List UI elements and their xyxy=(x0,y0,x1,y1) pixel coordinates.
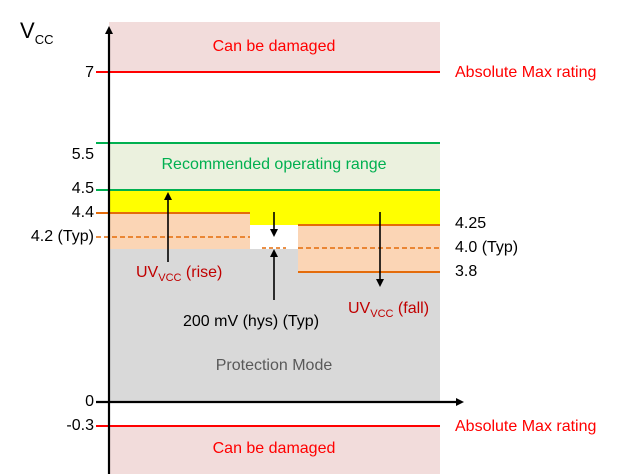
tick-label-7: 7 xyxy=(85,64,94,81)
protection-label: Protection Mode xyxy=(216,357,333,374)
tick-label-neg-0-3: -0.3 xyxy=(66,417,94,434)
hysteresis-label: 200 mV (hys) (Typ) xyxy=(183,313,319,330)
uv-rise-band xyxy=(109,213,250,249)
damage-label-top: Can be damaged xyxy=(213,38,336,55)
uv-fall-label-subscript: VCC xyxy=(370,308,393,320)
uv-rise-label-subscript: VCC xyxy=(158,272,181,284)
damage-region-top xyxy=(109,22,440,72)
abs-max-label-bottom: Absolute Max rating xyxy=(455,418,596,435)
tick-label-3-8: 3.8 xyxy=(455,263,477,280)
tick-label-4-0-typ: 4.0 (Typ) xyxy=(455,239,518,256)
tick-label-0: 0 xyxy=(85,393,94,410)
damage-region-bottom xyxy=(109,426,440,474)
abs-max-label-top: Absolute Max rating xyxy=(455,64,596,81)
y-axis-label-subscript: CC xyxy=(35,32,54,47)
uv-rise-label: UVVCC (rise) xyxy=(136,264,222,284)
uv-fall-band xyxy=(298,225,440,272)
tick-label-4-5: 4.5 xyxy=(72,180,94,197)
recommended-region xyxy=(109,143,440,190)
damage-label-bottom: Can be damaged xyxy=(213,440,336,457)
tick-label-4-25: 4.25 xyxy=(455,215,486,232)
tick-label-4-2-typ: 4.2 (Typ) xyxy=(31,228,94,245)
y-axis-label: VCC xyxy=(20,18,53,47)
recommended-label: Recommended operating range xyxy=(161,156,386,173)
tick-label-4-4: 4.4 xyxy=(72,204,94,221)
uv-fall-label: UVVCC (fall) xyxy=(348,300,429,320)
tick-label-5-5: 5.5 xyxy=(72,146,94,163)
